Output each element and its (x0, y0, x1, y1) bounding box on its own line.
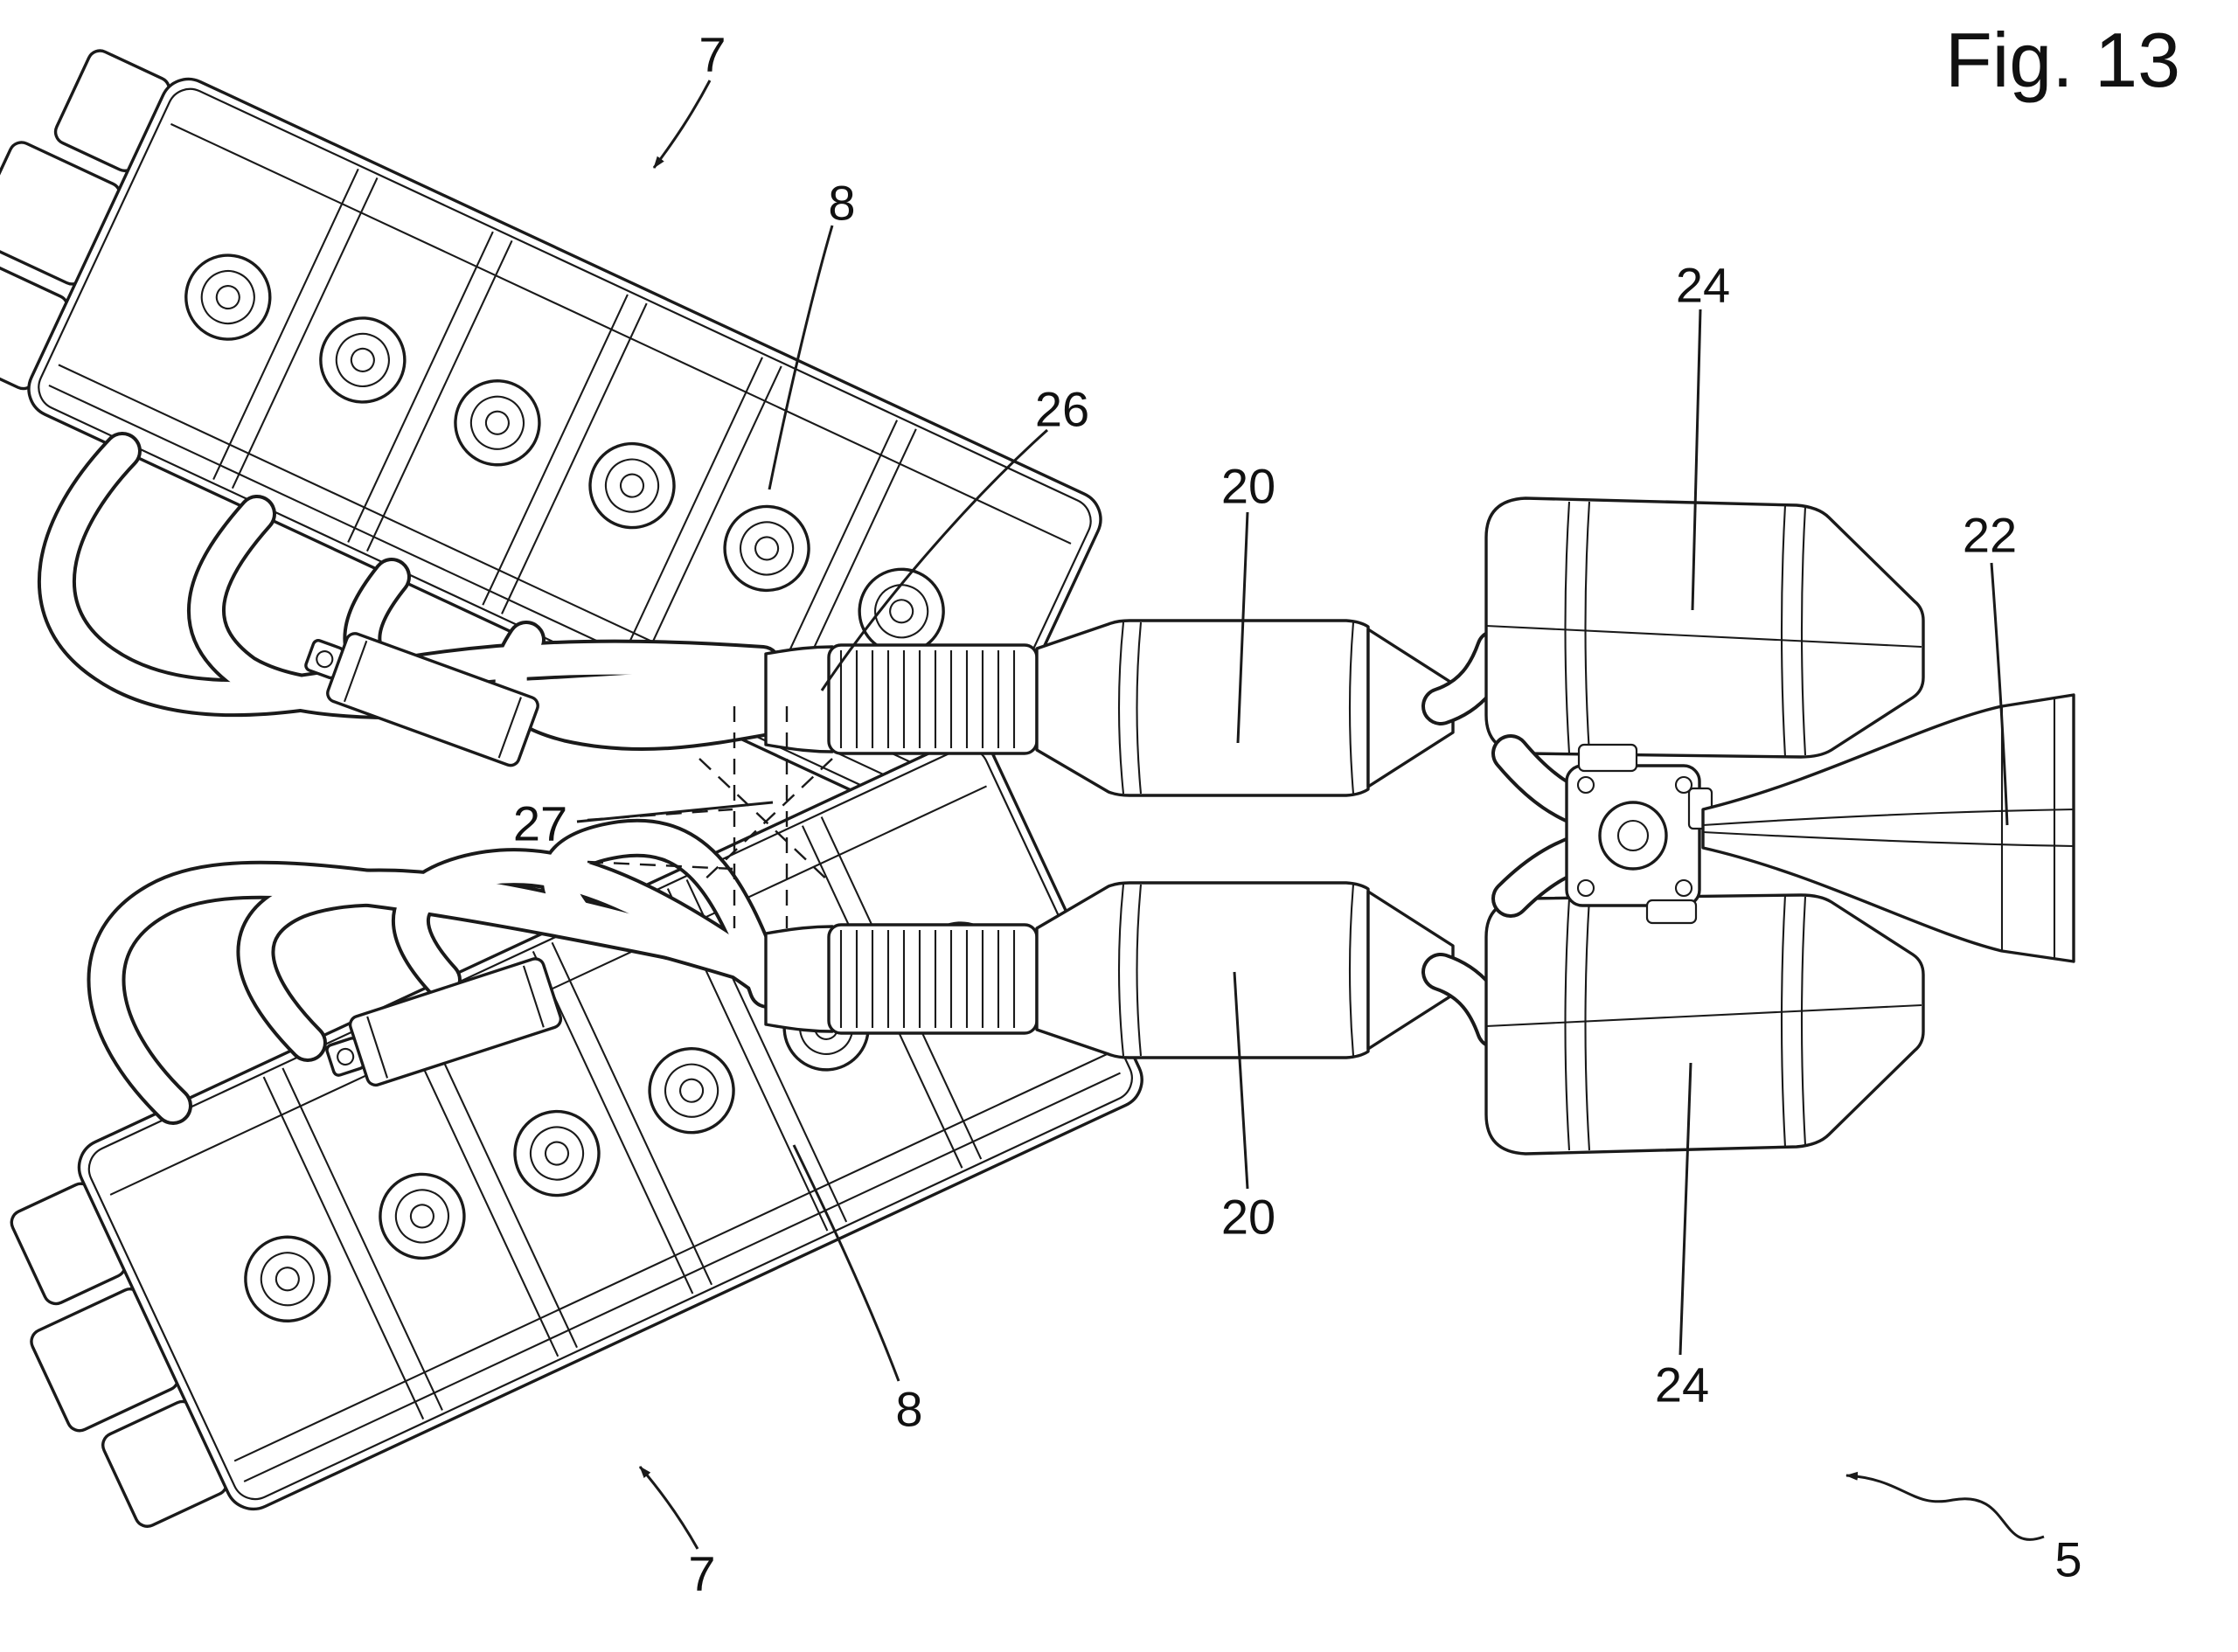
reference-numeral-22: 22 (1962, 507, 2018, 563)
reference-numeral-24-top: 24 (1675, 257, 1731, 313)
flex-coupling-bottom (839, 930, 1016, 1028)
leader-26 (820, 428, 1049, 691)
reference-numeral-8-bottom: 8 (895, 1381, 923, 1437)
exhaust-valve-assembly (1565, 743, 1713, 925)
reference-numeral-20-top: 20 (1220, 458, 1276, 514)
leader-8-top (768, 225, 834, 490)
reference-numeral-7-bottom: 7 (688, 1545, 716, 1601)
leader-5 (1845, 1471, 2045, 1541)
flex-coupling-top (839, 650, 1016, 748)
engine-bank-top (0, 49, 1102, 831)
leader-7-top (652, 80, 712, 169)
reference-numeral-8-top: 8 (828, 175, 856, 231)
leader-22 (1990, 562, 2009, 826)
figure-title: Fig. 13 (1945, 17, 2181, 103)
reference-numeral-5: 5 (2054, 1531, 2082, 1587)
leader-8-bottom (792, 1144, 900, 1382)
reference-numeral-26: 26 (1034, 381, 1090, 437)
reference-numeral-24-bottom: 24 (1654, 1357, 1710, 1413)
leader-20-bottom (1233, 971, 1249, 1190)
leader-20-top (1236, 511, 1249, 744)
exhaust-manifold-top (37, 432, 787, 767)
leader-lines (576, 80, 2045, 1550)
exhaust-manifold-bottom (87, 818, 787, 1125)
catalytic-converter-bottom (764, 881, 1514, 1059)
leader-27 (576, 801, 774, 823)
leader-24-bottom (1678, 1062, 1692, 1356)
leader-7-bottom (638, 1466, 699, 1550)
reference-numeral-20-bottom: 20 (1220, 1189, 1276, 1245)
muffler-top (1484, 496, 1925, 834)
tailpipe-trumpet (1701, 693, 2075, 963)
reference-numeral-27: 27 (512, 795, 568, 851)
hidden-crossover-pipe (587, 706, 833, 928)
leader-24-top (1691, 309, 1702, 611)
reference-numeral-7-top: 7 (699, 26, 726, 82)
